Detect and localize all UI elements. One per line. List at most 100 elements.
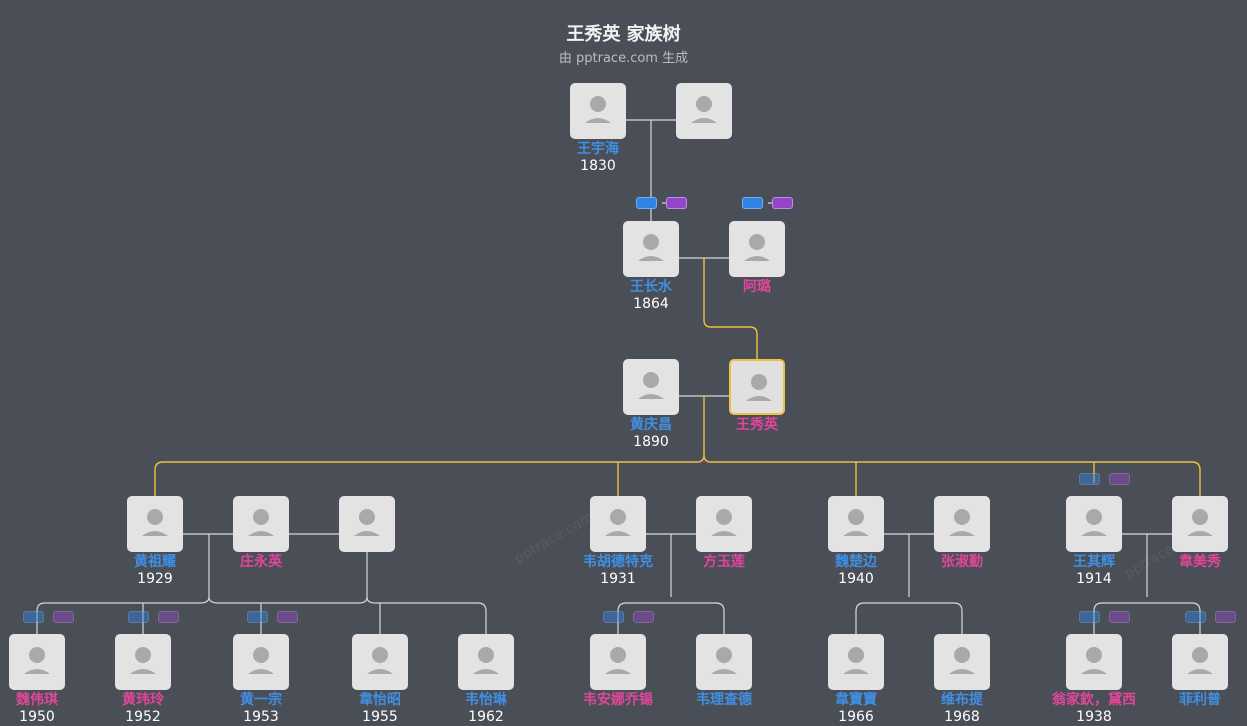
person-card[interactable] — [590, 634, 646, 690]
person-name[interactable]: 韦胡德特克 — [583, 554, 653, 570]
mother-badge-icon[interactable] — [666, 197, 687, 209]
person-birth-year: 1890 — [633, 434, 669, 450]
avatar-placeholder-icon — [354, 509, 380, 536]
person-name[interactable]: 魏伟琪 — [16, 692, 58, 708]
person-name[interactable]: 黄祖耀 — [134, 554, 176, 570]
father-badge-icon[interactable] — [247, 611, 268, 623]
avatar-placeholder-icon — [711, 647, 737, 674]
person-card[interactable] — [233, 634, 289, 690]
person-name[interactable]: 黄玮玲 — [122, 692, 164, 708]
person-card[interactable] — [1172, 634, 1228, 690]
mother-badge-icon[interactable] — [633, 611, 654, 623]
mother-badge-icon[interactable] — [1215, 611, 1236, 623]
avatar-placeholder-icon — [130, 647, 156, 674]
person-card[interactable] — [676, 83, 732, 139]
avatar-placeholder-icon — [949, 647, 975, 674]
person-name[interactable]: 韦怡琳 — [465, 692, 507, 708]
person-card[interactable] — [127, 496, 183, 552]
father-badge-icon[interactable] — [128, 611, 149, 623]
avatar-placeholder-icon — [1187, 647, 1213, 674]
person-card[interactable] — [9, 634, 65, 690]
person-name[interactable]: 王宇海 — [577, 141, 619, 157]
person-card[interactable] — [233, 496, 289, 552]
person-card[interactable] — [352, 634, 408, 690]
person-card[interactable] — [1066, 634, 1122, 690]
person-card[interactable] — [570, 83, 626, 139]
person-birth-year: 1953 — [243, 709, 279, 725]
father-badge-icon[interactable] — [23, 611, 44, 623]
person-card[interactable] — [696, 634, 752, 690]
person-card[interactable] — [828, 496, 884, 552]
person-name[interactable]: 韋怡昭 — [359, 692, 401, 708]
person-name[interactable]: 王长水 — [630, 279, 672, 295]
mother-badge-icon[interactable] — [1109, 473, 1130, 485]
person-card[interactable] — [729, 359, 785, 415]
person-card[interactable] — [696, 496, 752, 552]
father-badge-icon[interactable] — [636, 197, 657, 209]
mother-badge-icon[interactable] — [1109, 611, 1130, 623]
father-badge-icon[interactable] — [603, 611, 624, 623]
avatar-placeholder-icon — [1187, 509, 1213, 536]
person-name[interactable]: 王其辉 — [1073, 554, 1115, 570]
person-birth-year: 1929 — [137, 571, 173, 587]
person-card[interactable] — [729, 221, 785, 277]
father-badge-icon[interactable] — [1185, 611, 1206, 623]
person-card[interactable] — [115, 634, 171, 690]
mother-badge-icon[interactable] — [772, 197, 793, 209]
person-name[interactable]: 翁家欽，黛西 — [1052, 692, 1136, 708]
avatar-placeholder-icon — [711, 509, 737, 536]
page-title: 王秀英 家族树 — [566, 24, 681, 45]
avatar-placeholder-icon — [1081, 509, 1107, 536]
person-name[interactable]: 方玉莲 — [703, 554, 745, 570]
person-card[interactable] — [934, 496, 990, 552]
person-card[interactable] — [1172, 496, 1228, 552]
person-name[interactable]: 韋美秀 — [1179, 554, 1221, 570]
person-card[interactable] — [590, 496, 646, 552]
person-card[interactable] — [828, 634, 884, 690]
avatar-placeholder-icon — [638, 234, 664, 261]
connector-line — [36, 596, 487, 634]
person-card[interactable] — [339, 496, 395, 552]
person-card[interactable] — [458, 634, 514, 690]
person-name[interactable]: 王秀英 — [736, 417, 778, 433]
person-name[interactable]: 韦理查德 — [696, 692, 752, 708]
person-birth-year: 1914 — [1076, 571, 1112, 587]
person-card[interactable] — [1066, 496, 1122, 552]
person-name[interactable]: 韦安娜乔锡 — [583, 692, 653, 708]
mother-badge-icon[interactable] — [277, 611, 298, 623]
person-name[interactable]: 黄一宗 — [240, 692, 282, 708]
person-birth-year: 1864 — [633, 296, 669, 312]
avatar-placeholder-icon — [744, 234, 770, 261]
person-name[interactable]: 黄庆昌 — [630, 417, 672, 433]
father-badge-icon[interactable] — [742, 197, 763, 209]
person-birth-year: 1952 — [125, 709, 161, 725]
mother-badge-icon[interactable] — [158, 611, 179, 623]
person-birth-year: 1966 — [838, 709, 874, 725]
person-card[interactable] — [623, 359, 679, 415]
person-name[interactable]: 魏楚边 — [835, 554, 877, 570]
avatar-placeholder-icon — [1081, 647, 1107, 674]
avatar-placeholder-icon — [843, 509, 869, 536]
person-birth-year: 1962 — [468, 709, 504, 725]
person-name[interactable]: 维布提 — [941, 692, 983, 708]
person-name[interactable]: 阿璐 — [743, 279, 771, 295]
lineage-line — [703, 454, 1201, 496]
avatar-placeholder-icon — [367, 647, 393, 674]
person-name[interactable]: 张淑勤 — [941, 554, 983, 570]
avatar-placeholder-icon — [605, 509, 631, 536]
father-badge-icon[interactable] — [1079, 473, 1100, 485]
father-badge-icon[interactable] — [1079, 611, 1100, 623]
avatar-placeholder-icon — [248, 509, 274, 536]
person-card[interactable] — [934, 634, 990, 690]
person-name[interactable]: 韋寶寶 — [835, 692, 877, 708]
avatar-placeholder-icon — [843, 647, 869, 674]
person-birth-year: 1938 — [1076, 709, 1112, 725]
person-name[interactable]: 菲利普 — [1179, 692, 1221, 708]
person-card[interactable] — [623, 221, 679, 277]
avatar-placeholder-icon — [949, 509, 975, 536]
avatar-placeholder-icon — [24, 647, 50, 674]
mother-badge-icon[interactable] — [53, 611, 74, 623]
avatar-placeholder-icon — [142, 509, 168, 536]
person-name[interactable]: 庄永英 — [240, 554, 282, 570]
